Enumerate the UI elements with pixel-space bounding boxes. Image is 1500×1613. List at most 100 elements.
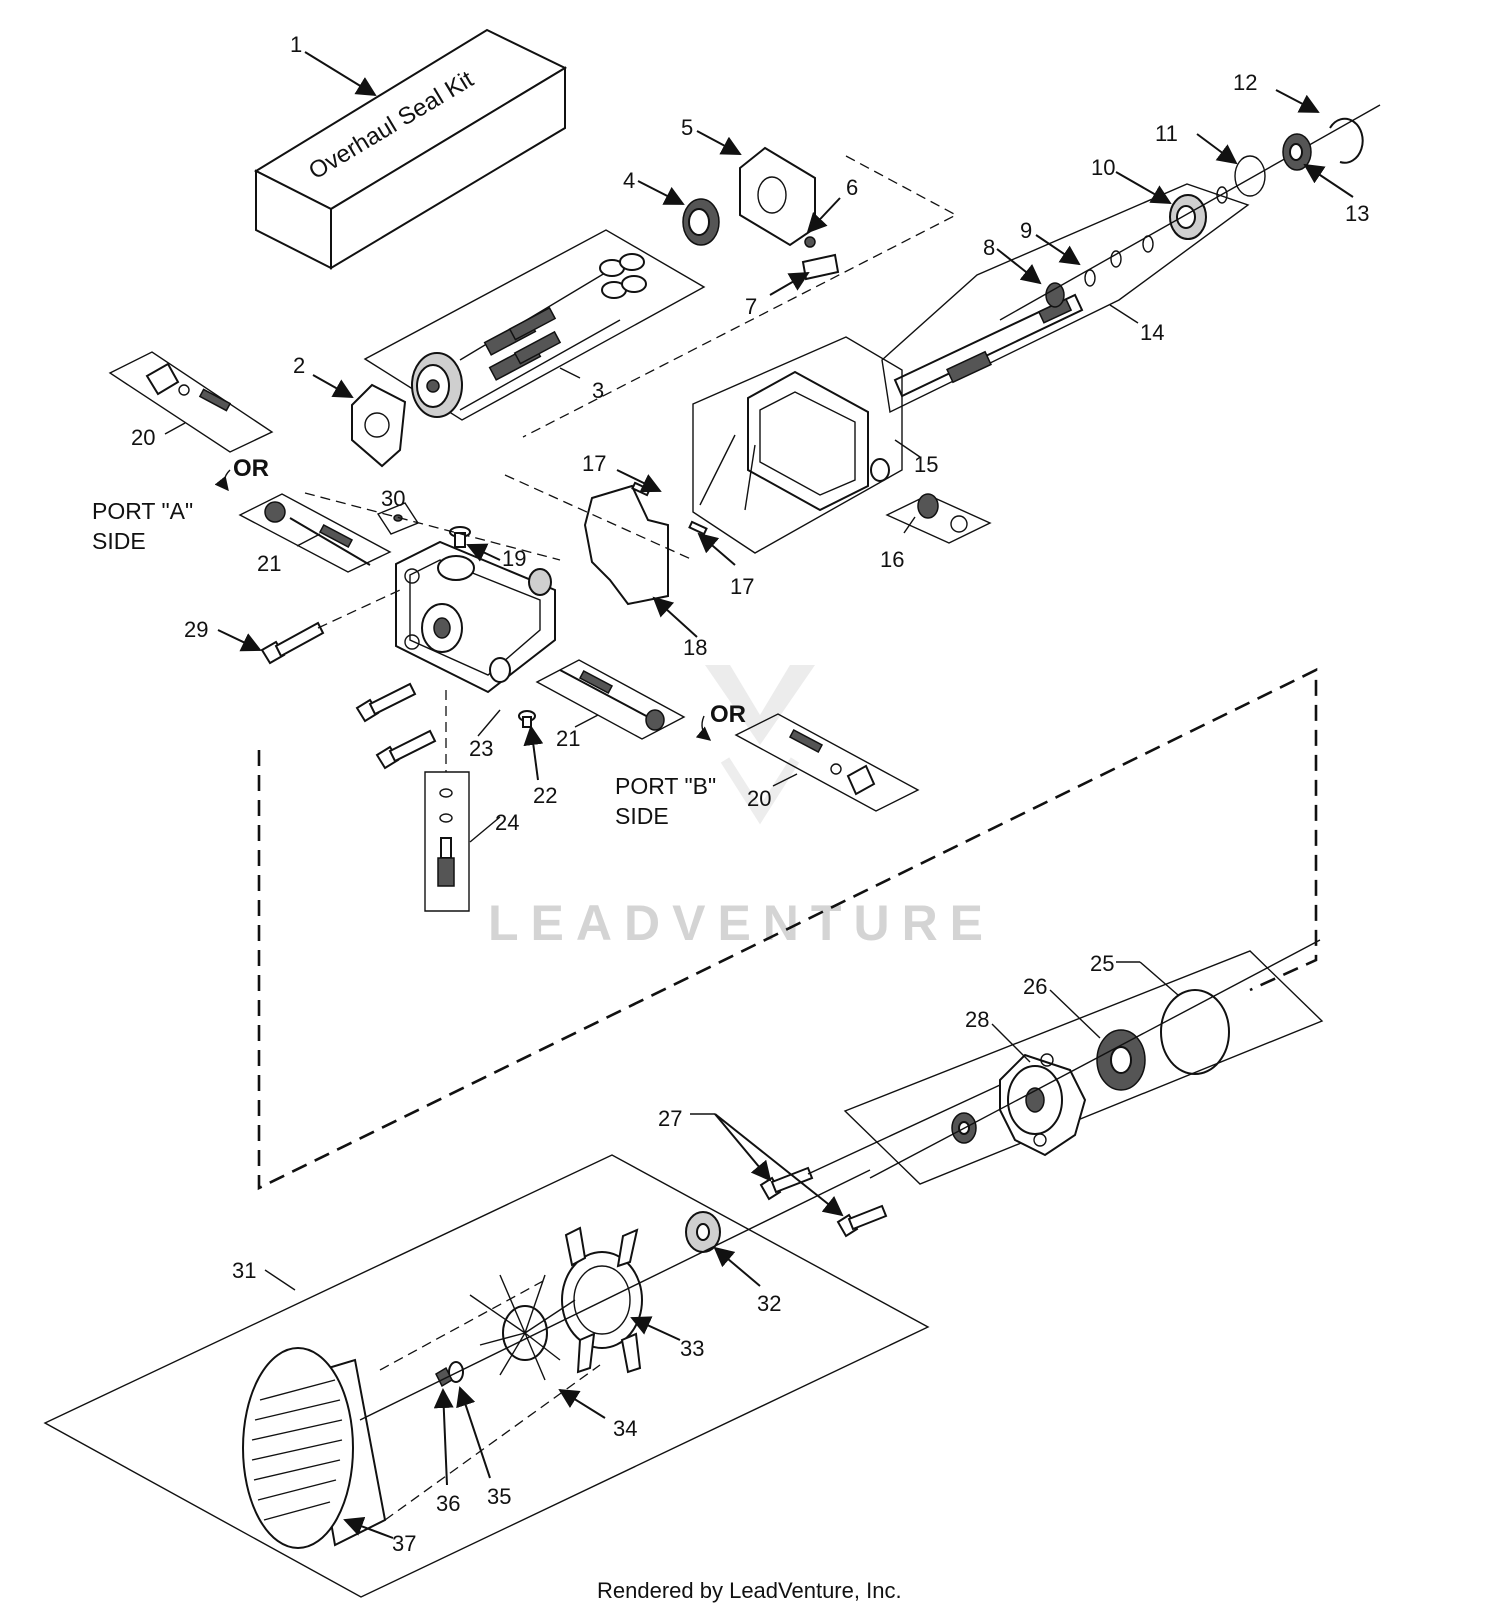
gerotor [1096, 1029, 1146, 1091]
screw-19 [449, 526, 471, 548]
cooling-fan [469, 1274, 576, 1381]
shaft-bearings [1045, 186, 1228, 308]
bolt-27-axis [807, 1084, 1001, 1175]
watermark-text: LEADVENTURE [488, 895, 995, 951]
callout-19: 19 [502, 546, 526, 571]
callout-20b: 20 [747, 786, 771, 811]
relief-valve-21a [264, 501, 371, 566]
pistons-and-springs [483, 253, 647, 381]
cylinder-block [411, 269, 621, 418]
leader-lines [164, 51, 1354, 1539]
valve-kit-20a-frame [108, 351, 274, 453]
check-valve-20b [788, 728, 876, 796]
bolt-23b [375, 729, 437, 770]
callout-29: 29 [184, 617, 208, 642]
callout-7: 7 [745, 294, 757, 319]
valve-kit-21b-frame [535, 659, 686, 740]
valve-kit-21a-frame [238, 493, 392, 573]
callout-22: 22 [533, 783, 557, 808]
trunnion-arm [801, 236, 840, 281]
callout-23: 23 [469, 736, 493, 761]
swash-group-frame [522, 155, 958, 438]
center-housing [699, 370, 890, 512]
callout-31: 31 [232, 1258, 256, 1283]
callout-35: 35 [487, 1484, 511, 1509]
retaining-rings [1234, 117, 1364, 197]
or-arrow-a [214, 469, 231, 492]
callout-10: 10 [1091, 155, 1115, 180]
or-label-port-a: OR [233, 455, 269, 482]
swashplate [739, 146, 816, 247]
callout-33: 33 [680, 1336, 704, 1361]
pump-axis [869, 939, 1321, 1179]
callout-30: 30 [381, 486, 405, 511]
callout-27: 27 [658, 1106, 682, 1131]
callout-15: 15 [914, 452, 938, 477]
bolt-27b [836, 1204, 888, 1238]
callout-9: 9 [1020, 218, 1032, 243]
callout-36: 36 [436, 1491, 460, 1516]
callout-13: 13 [1345, 201, 1369, 226]
callout-26: 26 [1023, 974, 1047, 999]
callout-12: 12 [1233, 70, 1257, 95]
bolt-29-dash-line [317, 589, 401, 629]
fan-washer [448, 1361, 464, 1383]
seal-kit-16-frame [885, 494, 992, 544]
port-a-label-line2: SIDE [92, 528, 146, 554]
callout-numbers: 1 2 3 4 5 6 7 8 9 10 11 12 13 14 15 16 1… [131, 32, 1369, 1556]
or-label-port-b: OR [710, 701, 746, 728]
dowel-pin-lower [688, 520, 708, 536]
fan-bracket [561, 1226, 643, 1374]
callout-25: 25 [1090, 951, 1114, 976]
callout-20a: 20 [131, 425, 155, 450]
callout-14: 14 [1140, 320, 1164, 345]
callout-5: 5 [681, 115, 693, 140]
bolt-29 [260, 621, 325, 665]
bolt-27a [759, 1166, 814, 1201]
callout-17-lower: 17 [730, 574, 754, 599]
fan-dash-lower [384, 1364, 601, 1521]
shaft-seal [917, 493, 968, 533]
end-cap [395, 540, 556, 694]
seal-kit-box: Overhaul Seal Kit [253, 28, 568, 270]
callout-8: 8 [983, 235, 995, 260]
fan-axis [359, 1169, 871, 1421]
bearing-4 [682, 198, 720, 246]
charge-pump-frame [843, 950, 1324, 1185]
footer-credit: Rendered by LeadVenture, Inc. [597, 1578, 902, 1603]
valve-kit-20b-frame [734, 713, 920, 812]
gasket [583, 484, 669, 606]
callout-24: 24 [495, 810, 519, 835]
or-arrow-b [695, 715, 712, 741]
callout-2: 2 [293, 353, 305, 378]
thrust-plate [351, 383, 407, 468]
check-valve-20a [145, 362, 232, 412]
shaft-axis [999, 104, 1381, 321]
callout-1: 1 [290, 32, 302, 57]
callout-32: 32 [757, 1291, 781, 1316]
port-b-label-line1: PORT "B" [615, 773, 716, 799]
callout-3: 3 [592, 378, 604, 403]
charge-fitting [437, 788, 455, 887]
charge-pump-housing [999, 1053, 1087, 1157]
o-ring-25 [1160, 989, 1230, 1075]
relief-valve-21b [559, 669, 665, 731]
port-a-label-line1: PORT "A" [92, 498, 193, 524]
bolt-23a [355, 682, 417, 723]
callout-11: 11 [1155, 121, 1178, 146]
input-shaft [893, 293, 1084, 398]
callout-18: 18 [683, 635, 707, 660]
callout-6: 6 [846, 175, 858, 200]
fitting-24-frame [424, 771, 470, 912]
screw-22 [518, 710, 536, 728]
fan-kit-frame [43, 1154, 930, 1598]
callout-37: 37 [392, 1531, 416, 1556]
housing-dash-line [504, 474, 694, 561]
end-cap-dash-line [304, 492, 561, 561]
callout-21a: 21 [257, 551, 281, 576]
fan-shroud [242, 1347, 387, 1549]
callout-28: 28 [965, 1007, 989, 1032]
watermark-logo [705, 665, 815, 825]
callout-4: 4 [623, 168, 635, 193]
